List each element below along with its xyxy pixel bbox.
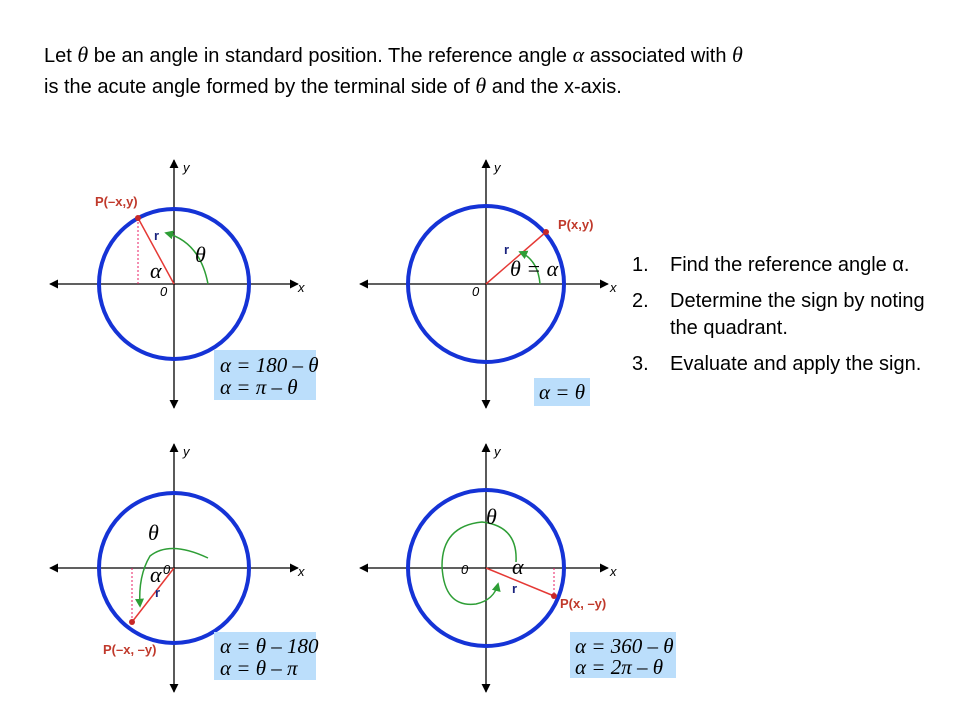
steps-list: 1. Find the reference angle α. 2. Determ… [632, 252, 932, 387]
point-label: P(–x, –y) [103, 642, 156, 657]
panel-quadrant-4: y x 0 P(x, –y) r θ α α = 360 – θ α = 2π … [359, 443, 676, 693]
r-label: r [504, 242, 509, 257]
theta-label: θ [195, 242, 206, 267]
point-label: P(x,y) [558, 217, 593, 232]
origin-label: 0 [163, 562, 171, 577]
r-label: r [155, 585, 160, 600]
x-axis-label: x [297, 564, 305, 579]
radius-line [485, 231, 547, 285]
radius-line [485, 567, 555, 597]
y-axis-label: y [493, 160, 502, 175]
intro-text: Let θ be an angle in standard position. … [44, 42, 743, 98]
formula-line-2: α = 2π – θ [575, 655, 663, 679]
step-number: 1. [632, 254, 649, 276]
formula-line-1: α = 360 – θ [575, 634, 674, 658]
point-marker [135, 215, 141, 221]
list-item: 1. Find the reference angle α. [632, 252, 932, 279]
formula-box [570, 632, 676, 678]
theta-label: θ [486, 504, 497, 529]
point-marker [551, 593, 557, 599]
theta-label: θ [148, 520, 159, 545]
radius-line [137, 217, 175, 285]
step-text: Determine the sign by noting the quadran… [670, 290, 925, 339]
alpha-label: α [150, 562, 162, 587]
theta-arc [518, 250, 541, 285]
unit-circle [97, 207, 251, 361]
step-number: 2. [632, 290, 649, 312]
origin-label: 0 [472, 284, 480, 299]
formula-line-1: α = 180 – θ [220, 353, 319, 377]
x-axis-label: x [297, 280, 305, 295]
step-text: Find the reference angle α. [670, 254, 910, 276]
theta-arc [135, 547, 209, 608]
panel-quadrant-3: y x 0 P(–x, –y) r θ α α = θ – 180 α = θ … [49, 443, 319, 693]
formula-box [534, 378, 590, 406]
y-axis-label: y [182, 160, 191, 175]
origin-label: 0 [160, 284, 168, 299]
list-item: 2. Determine the sign by noting the quad… [632, 288, 932, 342]
angle-label: θ = α [510, 256, 559, 281]
formula-box [214, 350, 316, 400]
x-axis-label: x [609, 564, 617, 579]
formula-line-2: α = π – θ [220, 375, 298, 399]
panel-quadrant-2: y x 0 P(–x,y) r θ α α = 180 – θ α = π – … [49, 159, 319, 409]
radius-line [131, 567, 175, 623]
origin-label: 0 [461, 562, 469, 577]
unit-circle [406, 488, 566, 648]
formula-line-2: α = θ – π [220, 656, 298, 680]
panel-quadrant-1: y x 0 P(x,y) r θ = α α = θ [359, 159, 617, 409]
y-axis-label: y [493, 444, 502, 459]
formula-box [214, 632, 316, 680]
formula-line-1: α = θ – 180 [220, 634, 319, 658]
theta-symbol: θ [77, 42, 89, 67]
point-marker [543, 229, 549, 235]
formula-line-1: α = θ [539, 380, 585, 404]
point-label: P(x, –y) [560, 596, 606, 611]
point-label: P(–x,y) [95, 194, 138, 209]
alpha-label: α [150, 258, 162, 283]
r-label: r [154, 228, 159, 243]
alpha-label: α [512, 554, 524, 579]
step-text: Evaluate and apply the sign. [670, 353, 922, 375]
unit-circle [97, 491, 251, 645]
r-label: r [512, 581, 517, 596]
alpha-symbol: α [572, 42, 585, 67]
list-item: 3. Evaluate and apply the sign. [632, 351, 932, 378]
theta-arc [441, 521, 517, 606]
point-marker [129, 619, 135, 625]
theta-arc [164, 230, 209, 285]
unit-circle [406, 204, 566, 364]
y-axis-label: y [182, 444, 191, 459]
step-number: 3. [632, 353, 649, 375]
x-axis-label: x [609, 280, 617, 295]
